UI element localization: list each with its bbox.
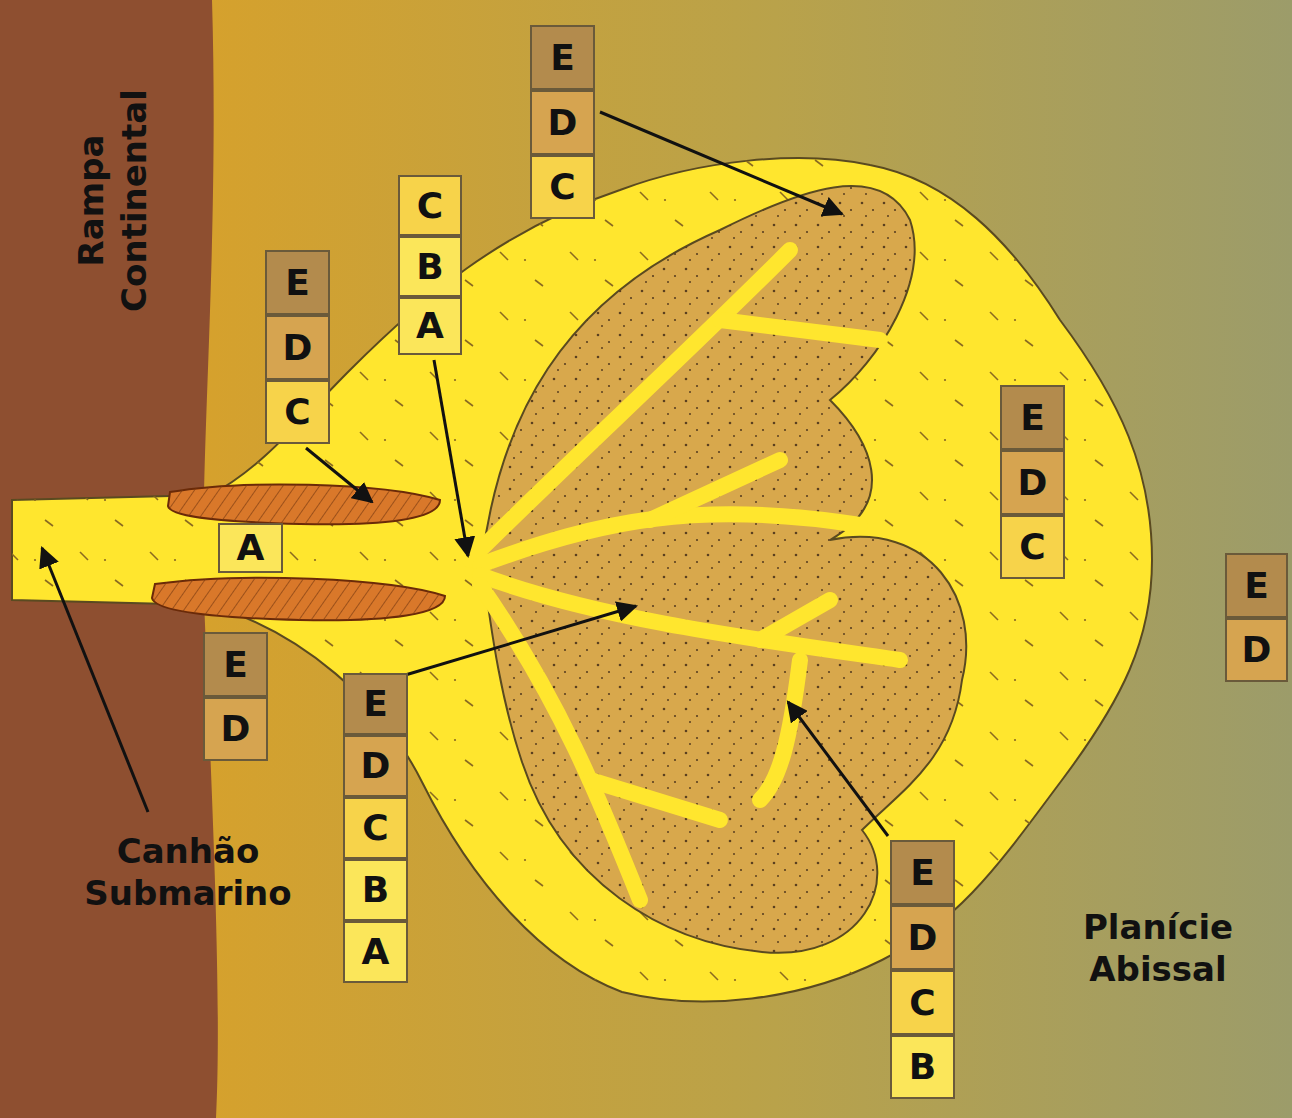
layer-letter: D: [221, 711, 251, 747]
bouma-layer-box: D: [890, 905, 955, 970]
layer-letter: C: [284, 394, 310, 430]
layer-letter: D: [548, 105, 578, 141]
bouma-layer-box: E: [203, 632, 268, 697]
bouma-layer-box: D: [530, 90, 595, 155]
layer-letter: E: [363, 686, 388, 722]
layer-letter: C: [417, 188, 443, 224]
bouma-layer-box: C: [265, 380, 330, 444]
levee: [152, 484, 445, 620]
fan-texture: [12, 158, 1152, 1001]
bouma-layer-box: B: [890, 1035, 955, 1099]
bouma-layer-box: D: [343, 735, 408, 797]
layer-letter: C: [909, 985, 935, 1021]
bouma-layer-box: C: [398, 175, 462, 236]
layer-letter: A: [362, 934, 390, 970]
bouma-layer-box: E: [343, 673, 408, 735]
layer-letter: D: [283, 330, 313, 366]
layer-letter: B: [909, 1049, 936, 1085]
layer-letter: C: [1019, 529, 1045, 565]
bouma-layer-box: E: [1225, 553, 1288, 618]
lobe-texture: [482, 186, 966, 953]
layer-letter: C: [362, 810, 388, 846]
bouma-layer-box: A: [343, 921, 408, 983]
bouma-layer-box: C: [343, 797, 408, 859]
bouma-layer-box: E: [890, 840, 955, 905]
bouma-layer-box: B: [343, 859, 408, 921]
layer-letter: B: [362, 872, 389, 908]
fan-outline: [12, 158, 1152, 1001]
layer-letter: D: [361, 748, 391, 784]
distributary-channels: [470, 250, 900, 900]
layer-letter: D: [1242, 632, 1272, 668]
bouma-layer-box: D: [265, 315, 330, 380]
layer-letter: B: [416, 249, 443, 285]
bouma-layer-box: C: [530, 155, 595, 219]
bouma-layer-box: E: [265, 250, 330, 315]
layer-letter: D: [1018, 465, 1048, 501]
bouma-layer-box: B: [398, 236, 462, 297]
bouma-layer-box: C: [1000, 515, 1065, 579]
bouma-layer-box: C: [890, 970, 955, 1035]
bouma-layer-box: A: [398, 297, 462, 355]
layer-letter: A: [237, 530, 265, 566]
layer-letter: C: [549, 169, 575, 205]
layer-letter: E: [910, 855, 935, 891]
depositional-lobe: [482, 186, 966, 953]
canyon-label: Canhão Submarino: [68, 830, 308, 915]
bouma-layer-box: A: [218, 523, 283, 573]
bouma-layer-box: E: [1000, 385, 1065, 450]
bouma-layer-box: D: [1000, 450, 1065, 515]
leader-arrows: [42, 112, 888, 836]
layer-letter: D: [908, 920, 938, 956]
layer-letter: A: [416, 308, 444, 344]
layer-letter: E: [1244, 568, 1269, 604]
slope-label: Rampa Continental: [70, 65, 155, 335]
layer-letter: E: [1020, 400, 1045, 436]
layer-letter: E: [223, 647, 248, 683]
bouma-layer-box: D: [1225, 618, 1288, 682]
layer-letter: E: [550, 40, 575, 76]
bouma-layer-box: E: [530, 25, 595, 90]
layer-letter: E: [285, 265, 310, 301]
bouma-layer-box: D: [203, 697, 268, 761]
plain-label: Planície Abissal: [1053, 906, 1263, 991]
